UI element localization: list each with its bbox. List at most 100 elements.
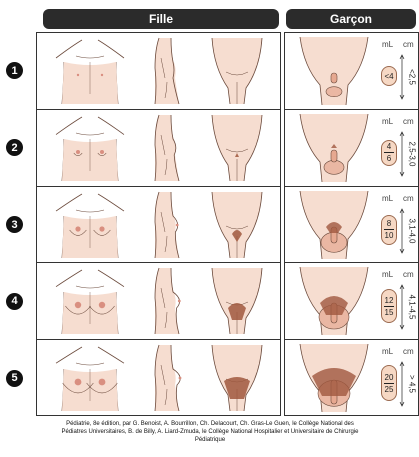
areola [75, 302, 81, 308]
female-torso-side-stage-5 [145, 345, 187, 411]
fraction-bar [384, 306, 394, 307]
female-torso-front-stage-4 [52, 268, 128, 334]
caption-line-2: Pédiatres Universitaires, B. de Billy, A… [20, 428, 400, 436]
side-nipple [176, 223, 179, 226]
row-divider-fille [36, 339, 281, 340]
row-divider-fille [36, 109, 281, 110]
fraction-bar [384, 152, 394, 153]
volume-bottom: 25 [385, 385, 394, 394]
length-arrow-icon [399, 284, 405, 330]
volume-top: 20 [385, 373, 394, 382]
unit-cm: cm [403, 270, 414, 279]
length-indicator-stage-1: <2,5 [399, 54, 417, 100]
areola [101, 74, 103, 76]
fraction-bar [384, 229, 394, 230]
length-value: 4,1-4,5 [408, 295, 417, 320]
testicular-volume-stage-4: 1215 [381, 289, 397, 323]
volume-bottom: 10 [385, 231, 394, 240]
female-torso-side-stage-3 [145, 192, 187, 258]
length-arrow-icon [399, 208, 405, 254]
length-arrow-icon [399, 361, 405, 407]
header-fille: Fille [43, 9, 279, 29]
unit-cm: cm [403, 40, 414, 49]
testicular-volume-stage-2: 46 [381, 140, 397, 166]
unit-ml: mL [382, 347, 393, 356]
side-nipple [179, 377, 182, 380]
stage-number-4: 4 [6, 293, 23, 310]
volume-value: <4 [384, 72, 393, 81]
male-genital-stage-4 [296, 267, 372, 335]
unit-cm: cm [403, 347, 414, 356]
stage-number-1: 1 [6, 62, 23, 79]
male-genital-stage-2 [296, 114, 372, 182]
stage-number-3: 3 [6, 216, 23, 233]
volume-bottom: 6 [387, 154, 391, 163]
side-skin [155, 345, 179, 411]
unit-ml: mL [382, 270, 393, 279]
female-torso-side-stage-1 [145, 38, 187, 104]
male-genital-stage-5 [296, 344, 372, 412]
unit-ml: mL [382, 117, 393, 126]
male-genital-stage-3 [296, 191, 372, 259]
side-skin [155, 38, 179, 104]
female-torso-front-stage-3 [52, 192, 128, 258]
length-indicator-stage-5: > 4,5 [399, 361, 417, 407]
areola [76, 150, 80, 154]
length-arrow-icon [399, 54, 405, 100]
areola [99, 379, 106, 386]
side-nipple [178, 300, 181, 303]
clavicle-line [76, 133, 104, 135]
areola [77, 74, 79, 76]
caption-line-3: Pédiatrique [20, 436, 400, 444]
length-indicator-stage-2: 2,5-3,0 [399, 131, 417, 177]
fraction-bar [384, 383, 394, 384]
areola [75, 379, 82, 386]
length-indicator-stage-3: 3,1-4,0 [399, 208, 417, 254]
testicular-volume-stage-3: 810 [381, 215, 397, 245]
side-skin [155, 192, 179, 258]
female-torso-front-stage-1 [52, 38, 128, 104]
side-skin [155, 268, 179, 334]
length-indicator-stage-4: 4,1-4,5 [399, 284, 417, 330]
female-pubic-stage-1 [208, 38, 266, 104]
row-divider-garcon [284, 186, 419, 187]
penis [331, 73, 337, 83]
testicular-volume-stage-5: 2025 [381, 365, 397, 401]
side-skin [155, 115, 179, 181]
testicular-volume-stage-1: <4 [381, 66, 397, 86]
header-garcon: Garçon [286, 9, 416, 29]
row-divider-garcon [284, 339, 419, 340]
length-value: 2,5-3,0 [408, 141, 417, 166]
scrotum [326, 87, 342, 97]
female-torso-front-stage-2 [52, 115, 128, 181]
scrotum [324, 160, 344, 174]
clavicle-line [76, 286, 104, 288]
areola [99, 226, 104, 231]
female-torso-side-stage-4 [145, 268, 187, 334]
row-divider-fille [36, 186, 281, 187]
row-divider-garcon [284, 109, 419, 110]
female-pubic-stage-5 [208, 345, 266, 411]
volume-top: 12 [385, 296, 394, 305]
length-arrow-icon [399, 131, 405, 177]
areola [99, 302, 105, 308]
stage-number-5: 5 [6, 370, 23, 387]
unit-ml: mL [382, 194, 393, 203]
volume-bottom: 15 [385, 308, 394, 317]
stage-number-2: 2 [6, 139, 23, 156]
areola [75, 226, 80, 231]
female-pubic-stage-3 [208, 192, 266, 258]
volume-top: 4 [387, 142, 391, 151]
female-pubic-stage-4 [208, 268, 266, 334]
row-divider-garcon [284, 262, 419, 263]
female-torso-front-stage-5 [52, 345, 128, 411]
unit-cm: cm [403, 194, 414, 203]
volume-top: 8 [387, 219, 391, 228]
areola [100, 150, 104, 154]
unit-cm: cm [403, 117, 414, 126]
female-pubic-stage-2 [208, 115, 266, 181]
length-value: <2,5 [408, 69, 417, 85]
clavicle-line [76, 210, 104, 212]
penis [331, 150, 337, 162]
clavicle-line [76, 56, 104, 58]
